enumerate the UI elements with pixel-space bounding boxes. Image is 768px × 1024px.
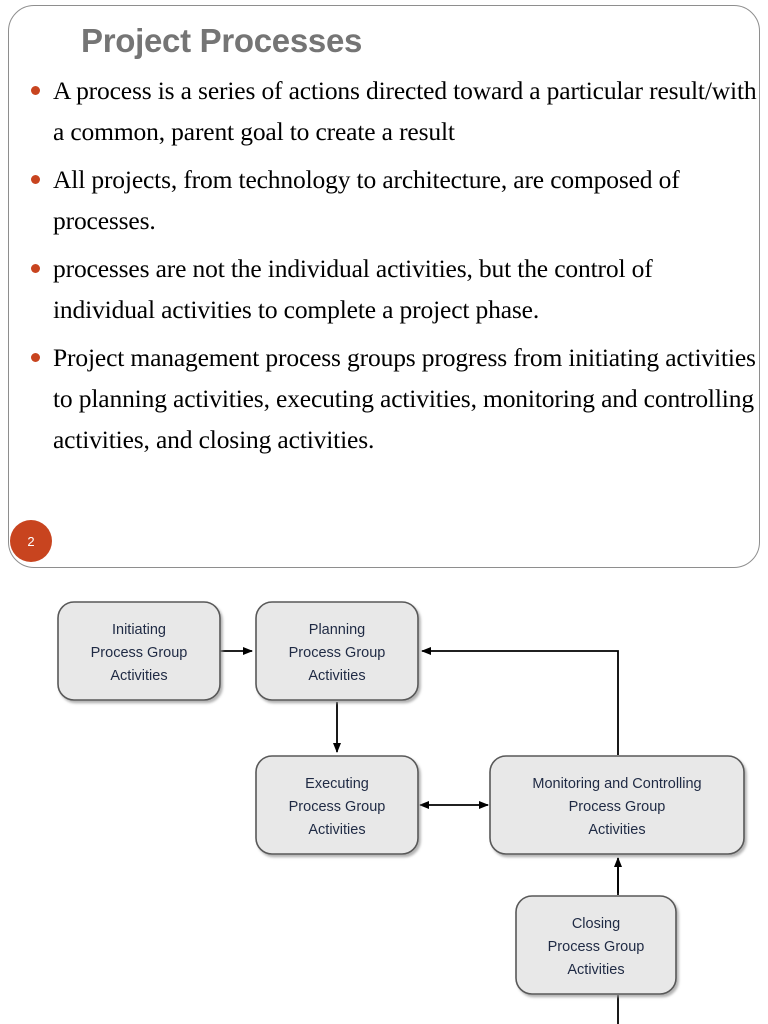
box-line-3: Activities — [308, 822, 365, 838]
bullet-dot-icon — [31, 353, 40, 362]
process-box-initiating[interactable]: Initiating Process Group Activities — [57, 601, 221, 701]
box-line-2: Process Group — [569, 799, 666, 815]
box-line-2: Process Group — [289, 645, 386, 661]
page-number-badge: 2 — [10, 520, 52, 562]
bullet-text: Project management process groups progre… — [53, 343, 756, 454]
box-line-1: Planning — [309, 622, 365, 638]
box-line-3: Activities — [567, 962, 624, 978]
bullet-list: A process is a series of actions directe… — [23, 70, 759, 467]
bullet-dot-icon — [31, 175, 40, 184]
box-line-1: Closing — [572, 916, 620, 932]
process-groups-diagram: Initiating Process Group Activities Plan… — [0, 568, 768, 1024]
box-line-2: Process Group — [289, 799, 386, 815]
connector-monitoring-to-planning — [421, 647, 619, 755]
process-box-executing[interactable]: Executing Process Group Activities — [255, 755, 419, 855]
box-line-3: Activities — [110, 668, 167, 684]
box-line-1: Monitoring and Controlling — [532, 776, 701, 792]
box-line-1: Executing — [305, 776, 369, 792]
bullet-text: All projects, from technology to archite… — [53, 165, 680, 235]
list-item: A process is a series of actions directe… — [23, 70, 759, 152]
bullet-text: processes are not the individual activit… — [53, 254, 653, 324]
list-item: Project management process groups progre… — [23, 337, 759, 460]
bullet-dot-icon — [31, 264, 40, 273]
box-line-3: Activities — [308, 668, 365, 684]
slide-card: Project Processes A process is a series … — [8, 5, 760, 568]
box-line-3: Activities — [588, 822, 645, 838]
box-line-2: Process Group — [91, 645, 188, 661]
page-title: Project Processes — [81, 22, 363, 59]
box-line-1: Initiating — [112, 622, 166, 638]
list-item: All projects, from technology to archite… — [23, 159, 759, 241]
process-box-closing[interactable]: Closing Process Group Activities — [515, 895, 677, 995]
bullet-text: A process is a series of actions directe… — [53, 76, 757, 146]
bullet-dot-icon — [31, 86, 40, 95]
box-line-2: Process Group — [548, 939, 645, 955]
process-box-planning[interactable]: Planning Process Group Activities — [255, 601, 419, 701]
process-box-monitoring-and-controlling[interactable]: Monitoring and Controlling Process Group… — [489, 755, 745, 855]
list-item: processes are not the individual activit… — [23, 248, 759, 330]
